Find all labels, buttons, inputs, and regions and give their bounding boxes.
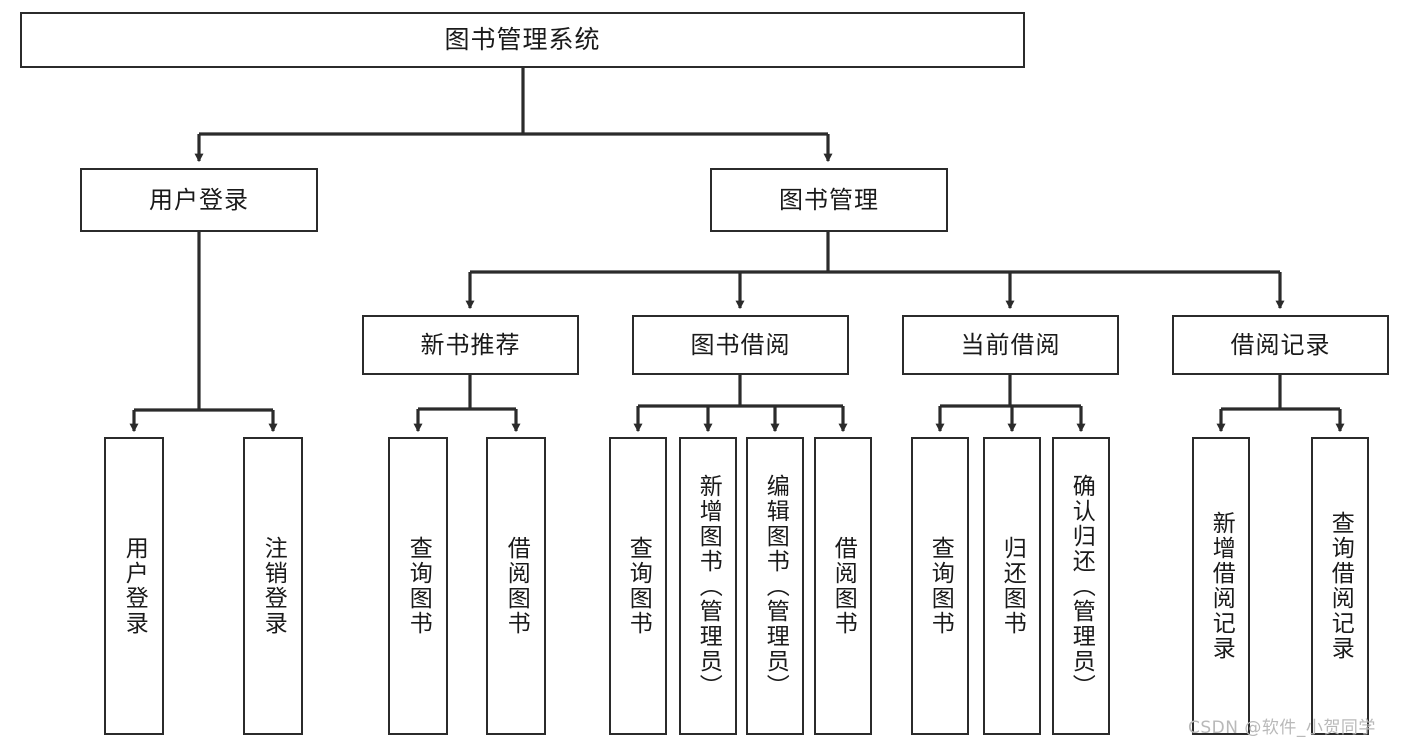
node-leaf-return-book[interactable]: 归还图书 bbox=[983, 437, 1041, 735]
watermark: CSDN @软件_小贺同学 bbox=[1188, 718, 1376, 738]
node-root-system[interactable]: 图书管理系统 bbox=[20, 12, 1025, 68]
node-label: 图书借阅 bbox=[690, 330, 791, 359]
node-label: 查询图书 bbox=[927, 536, 954, 636]
node-label: 借阅记录 bbox=[1230, 330, 1331, 359]
node-label: 借阅图书 bbox=[830, 536, 857, 636]
node-book-borrow[interactable]: 图书借阅 bbox=[632, 315, 849, 375]
node-book-manage[interactable]: 图书管理 bbox=[710, 168, 948, 232]
node-label: 编辑图书（管理员） bbox=[762, 473, 789, 699]
node-label: 图书管理 bbox=[779, 185, 879, 214]
node-label: 借阅图书 bbox=[503, 536, 530, 636]
node-label: 查询图书 bbox=[405, 536, 432, 636]
node-leaf-user-login[interactable]: 用户登录 bbox=[104, 437, 164, 735]
node-leaf-borrow-book-2[interactable]: 借阅图书 bbox=[814, 437, 872, 735]
node-label: 注销登录 bbox=[260, 536, 287, 636]
node-label: 新增图书（管理员） bbox=[695, 473, 722, 699]
node-label: 归还图书 bbox=[999, 536, 1026, 636]
node-leaf-add-book[interactable]: 新增图书（管理员） bbox=[679, 437, 737, 735]
node-label: 查询借阅记录 bbox=[1327, 511, 1354, 661]
node-label: 确认归还（管理员） bbox=[1068, 473, 1095, 699]
node-label: 新书推荐 bbox=[420, 330, 521, 359]
node-new-book-recommend[interactable]: 新书推荐 bbox=[362, 315, 579, 375]
node-label: 查询图书 bbox=[625, 536, 652, 636]
node-label: 新增借阅记录 bbox=[1208, 511, 1235, 661]
node-label: 用户登录 bbox=[121, 536, 148, 636]
node-borrow-record[interactable]: 借阅记录 bbox=[1172, 315, 1389, 375]
node-leaf-query-book-1[interactable]: 查询图书 bbox=[388, 437, 448, 735]
node-leaf-confirm-return[interactable]: 确认归还（管理员） bbox=[1052, 437, 1110, 735]
node-leaf-query-book-2[interactable]: 查询图书 bbox=[609, 437, 667, 735]
node-label: 当前借阅 bbox=[960, 330, 1061, 359]
node-label: 图书管理系统 bbox=[444, 25, 601, 54]
node-current-borrow[interactable]: 当前借阅 bbox=[902, 315, 1119, 375]
node-leaf-query-record[interactable]: 查询借阅记录 bbox=[1311, 437, 1369, 735]
node-user-login[interactable]: 用户登录 bbox=[80, 168, 318, 232]
node-leaf-borrow-book-1[interactable]: 借阅图书 bbox=[486, 437, 546, 735]
node-leaf-query-book-3[interactable]: 查询图书 bbox=[911, 437, 969, 735]
node-label: 用户登录 bbox=[149, 185, 249, 214]
node-leaf-logout[interactable]: 注销登录 bbox=[243, 437, 303, 735]
node-leaf-edit-book[interactable]: 编辑图书（管理员） bbox=[746, 437, 804, 735]
node-leaf-add-record[interactable]: 新增借阅记录 bbox=[1192, 437, 1250, 735]
